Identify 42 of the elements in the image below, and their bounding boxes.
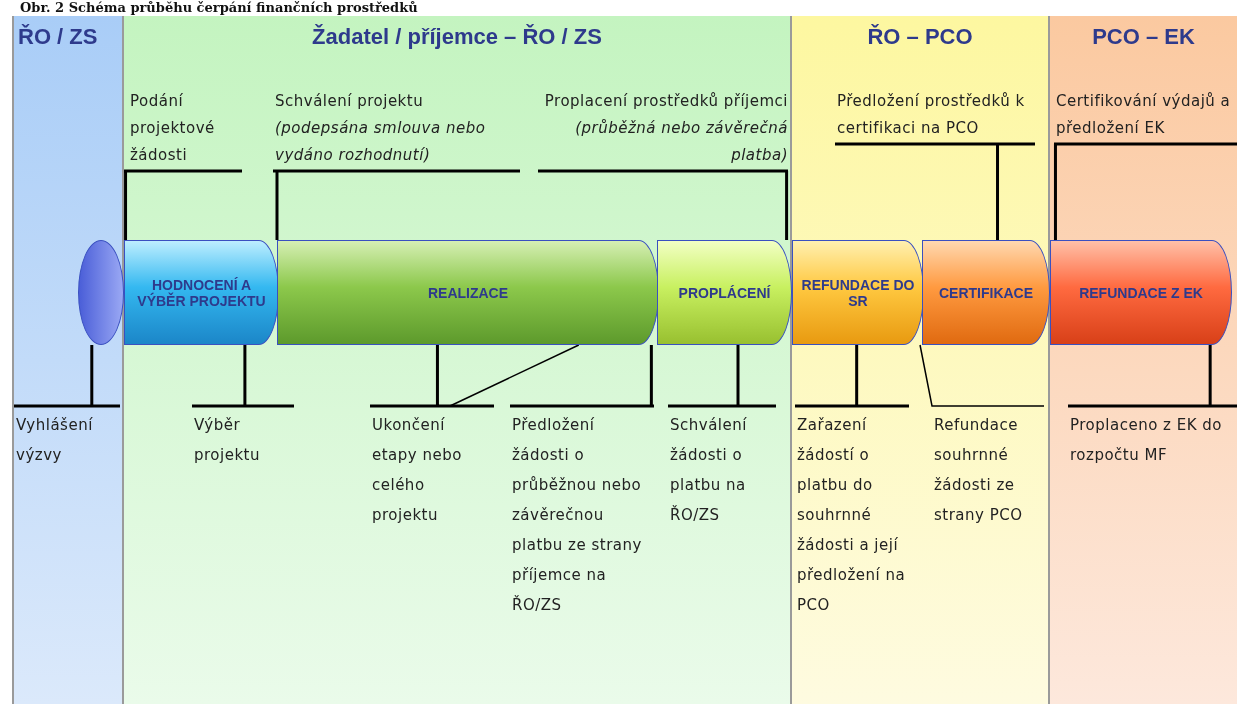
leader-line [368,343,496,408]
lane-heading: ŘO – PCO [866,24,974,50]
figure-title: Obr. 2 Schéma průběhu čerpání finančních prostředků [20,0,418,15]
leader-line [12,343,122,408]
lane-band [1048,16,1237,704]
lane-heading: ŘO / ZS [18,24,99,50]
annotation-text: Předložení prostředků k certifikaci na PCO [837,88,1035,142]
leader-line [793,343,911,408]
annotation-text: Refundace souhrnné žádosti ze strany PCO [934,410,1044,530]
leader-line [449,344,580,407]
annotation-text: Ukončení etapy nebo celého projektu [372,410,494,530]
lane-band [790,16,1048,704]
annotation-text: Certifikování výdajů a předložení EK [1056,88,1237,142]
leader-line [1052,142,1237,242]
leader-line [919,344,1045,407]
leader-line [508,343,656,408]
lane-heading: Žadatel / příjemce – ŘO / ZS [311,24,603,50]
annotation-text: Podání projektové žádosti [130,88,242,169]
leader-line [271,169,522,242]
leader-line [666,343,778,408]
annotation-text: Výběr projektu [194,410,294,470]
annotation-text: Proplaceno z EK do rozpočtu MF [1070,410,1237,470]
leader-line [1066,343,1237,408]
annotation-text: Vyhlášení výzvy [16,410,124,470]
annotation-text: Schválení žádosti o platbu na ŘO/ZS [670,410,776,530]
cylinder-segment: CERTIFIKACE [922,240,1050,345]
lane-band [122,16,790,704]
leader-line [122,169,244,242]
lane-heading: PCO – EK [1091,24,1196,50]
cylinder-segment: PROPLÁCENÍ [657,240,792,345]
lane-band [12,16,122,704]
annotation-text: Schválení projektu (podepsána smlouva nebo vydáno rozhodnutí) [275,88,520,169]
leader-line [536,169,790,242]
cylinder-segment: REFUNDACE Z EK [1050,240,1232,345]
leader-line [833,142,1037,242]
annotation-text: Zařazení žádostí o platbu do souhrnné žádosti a její předložení na PCO [797,410,909,620]
leader-line [190,343,296,408]
annotation-text: Předložení žádosti o průběžnou nebo závěrečnou platbu ze strany příjemce na ŘO/ZS [512,410,654,620]
annotation-text: Proplacení prostředků příjemci (průběžná nebo závěrečná platba) [540,88,788,169]
cylinder-segment: HODNOCENÍ A VÝBĚR PROJEKTU [124,240,279,345]
cylinder-segment: REALIZACE [277,240,659,345]
cylinder-segment: REFUNDACE DO SR [792,240,924,345]
